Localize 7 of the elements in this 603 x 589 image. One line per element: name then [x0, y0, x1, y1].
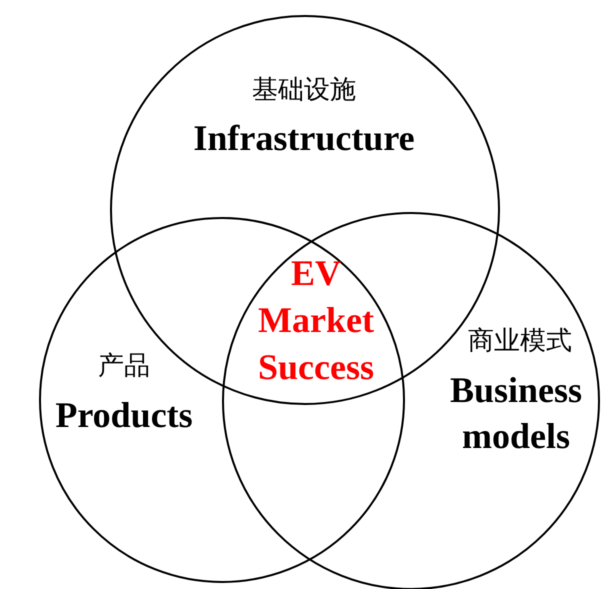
chinese-heading: 产品 [97, 350, 151, 382]
circle-label: Products [54, 394, 194, 437]
chinese-heading: 商业模式 [467, 325, 573, 357]
circle-label: Infrastructure [192, 117, 416, 160]
circle-label: Business models [448, 369, 584, 458]
chinese-heading: 基础设施 [251, 74, 357, 106]
center-label: EV Market Success [257, 252, 375, 389]
